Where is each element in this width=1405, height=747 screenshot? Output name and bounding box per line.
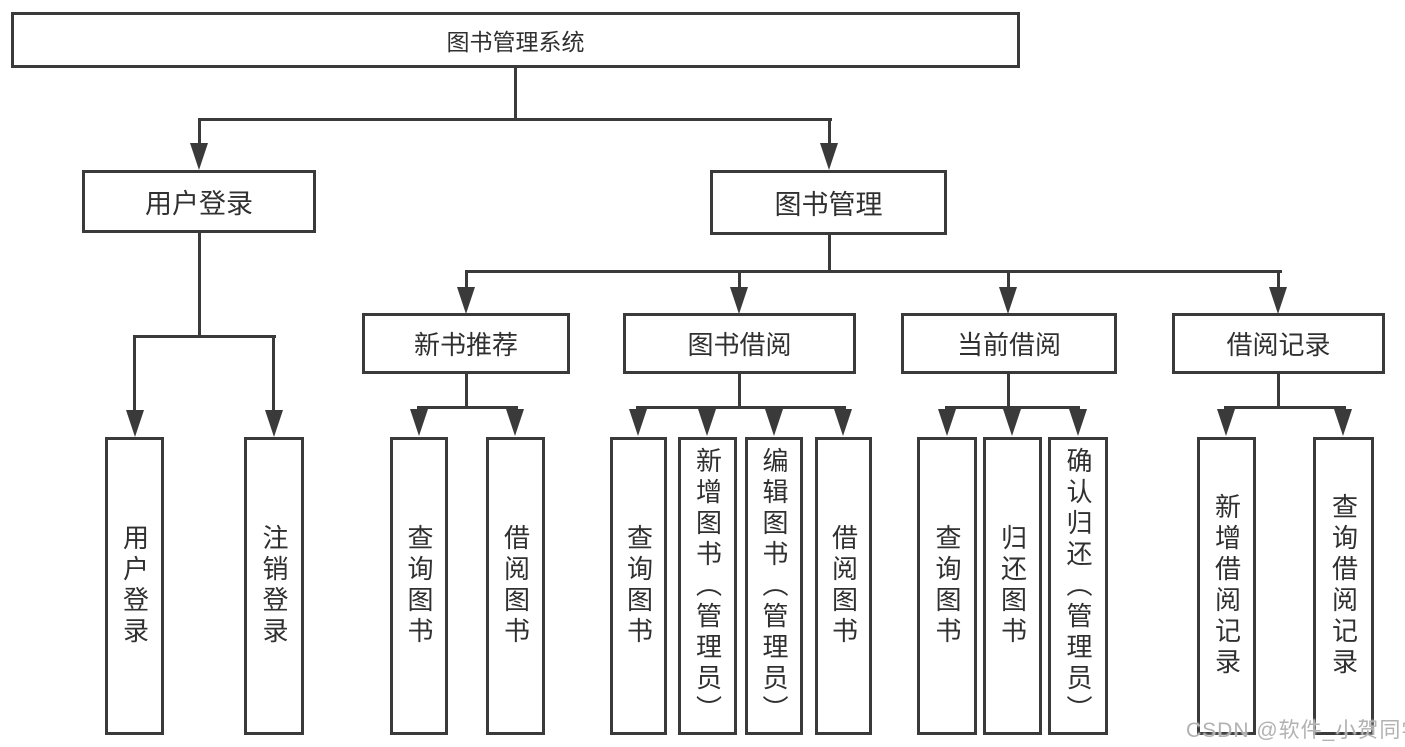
node-current-borrow: 当前借阅 [901,313,1117,374]
leaf-user-login: 用户登录 [105,437,164,735]
arrow-down-icon [1334,409,1352,436]
arrow-down-icon [126,410,144,437]
leaf-label: 借阅图书 [828,524,859,648]
arrow-down-icon [999,287,1017,314]
connector-line [514,68,517,120]
connector-line [198,118,201,146]
leaf-label: 确认归还（管理员） [1063,446,1093,726]
connector-line [417,406,518,409]
leaf-edit-book-admin: 编辑图书（管理员） [745,437,803,735]
connector-line [1007,374,1010,408]
leaf-query-borrow-record: 查询借阅记录 [1313,437,1374,735]
leaf-confirm-return-admin: 确认归还（管理员） [1048,437,1108,735]
arrow-down-icon [506,409,524,436]
leaf-label: 借阅图书 [500,524,531,648]
arrow-down-icon [1217,409,1235,436]
connector-line [636,406,846,409]
node-book-management: 图书管理 [710,170,947,235]
connector-line [133,335,136,412]
leaf-label: 归还图书 [997,524,1028,648]
leaf-query-book-recommend: 查询图书 [390,437,448,735]
node-current-borrow-label: 当前借阅 [956,330,1061,360]
connector-line [828,118,831,146]
arrow-down-icon [1269,287,1287,314]
leaf-label: 查询图书 [623,524,654,648]
node-book-management-label: 图书管理 [774,190,883,220]
arrow-down-icon [410,409,428,436]
node-user-login-label: 用户登录 [145,189,253,219]
leaf-label: 编辑图书（管理员） [759,446,789,726]
connector-line [133,335,276,338]
leaf-add-borrow-record: 新增借阅记录 [1197,437,1256,735]
leaf-logout: 注销登录 [244,437,304,735]
node-borrow-records-label: 借阅记录 [1226,330,1331,360]
node-root: 图书管理系统 [11,12,1020,68]
arrow-down-icon [938,409,956,436]
leaf-add-book-admin: 新增图书（管理员） [678,437,737,735]
node-book-borrow-label: 图书借阅 [687,330,792,360]
node-book-borrow: 图书借阅 [623,313,856,374]
connector-line [738,270,741,290]
leaf-query-book-current: 查询图书 [917,437,977,735]
connector-line [828,235,831,272]
leaf-return-book: 归还图书 [983,437,1042,735]
arrow-down-icon [698,409,716,436]
node-root-label: 图书管理系统 [446,29,585,55]
arrow-down-icon [457,287,475,314]
leaf-label: 查询图书 [404,524,434,648]
connector-line [198,233,201,337]
connector-line [1277,270,1280,290]
arrow-down-icon [765,409,783,436]
node-new-book-recommend-label: 新书推荐 [413,330,518,360]
arrow-down-icon [190,143,208,170]
csdn-watermark: CSDN @软件_小贺同学 [1186,719,1405,742]
leaf-label: 查询借阅记录 [1328,493,1359,679]
connector-line [1007,270,1010,290]
arrow-down-icon [834,409,852,436]
connector-line [465,270,468,290]
leaf-borrow-book: 借阅图书 [815,437,872,735]
leaf-label: 新增借阅记录 [1211,493,1242,679]
connector-line [465,270,1282,273]
connector-line [272,335,275,412]
arrow-down-icon [1069,409,1087,436]
arrow-down-icon [265,410,283,437]
leaf-label: 新增图书（管理员） [692,446,723,726]
connector-line [1277,374,1280,408]
node-borrow-records: 借阅记录 [1172,313,1385,374]
node-user-login: 用户登录 [82,170,316,233]
connector-line [198,118,832,121]
arrow-down-icon [1003,409,1021,436]
connector-line [945,406,1080,409]
connector-line [1224,406,1346,409]
leaf-query-book-borrow: 查询图书 [610,437,667,735]
arrow-down-icon [820,143,838,170]
arrow-down-icon [629,409,647,436]
leaf-borrow-book-recommend: 借阅图书 [486,437,545,735]
node-new-book-recommend: 新书推荐 [362,313,570,374]
leaf-label: 查询图书 [932,524,962,648]
connector-line [738,374,741,408]
arrow-down-icon [730,287,748,314]
leaf-label: 用户登录 [119,524,150,648]
connector-line [465,374,468,408]
leaf-label: 注销登录 [259,524,289,648]
